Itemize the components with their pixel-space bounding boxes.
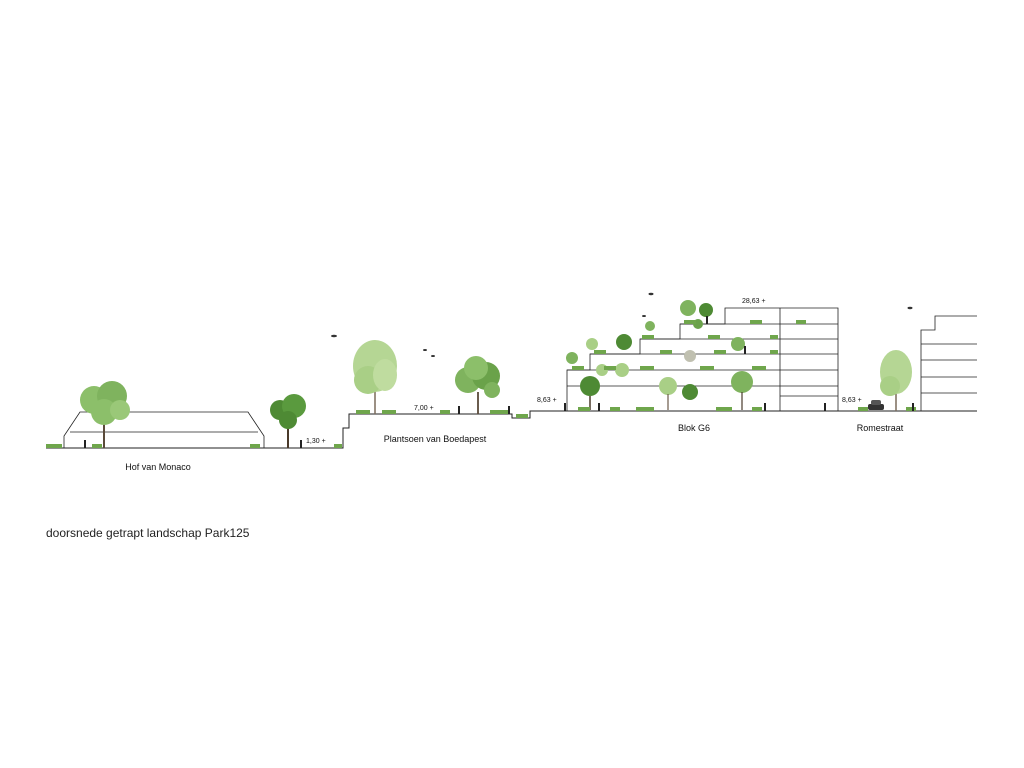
tree-plantsoen-mid xyxy=(455,356,500,414)
birds xyxy=(331,292,913,357)
hof-van-monaco-building xyxy=(63,411,265,448)
level-marker-3: 8,63 + xyxy=(537,397,557,404)
romestraat-building xyxy=(920,315,977,411)
people xyxy=(84,316,914,448)
tree-terrace-5 xyxy=(566,300,745,377)
level-marker-1: 1,30 + xyxy=(306,438,326,445)
tree-terrace-2 xyxy=(659,377,677,410)
zone-label-blok-g6: Blok G6 xyxy=(677,423,711,433)
shrubs xyxy=(46,320,916,448)
level-marker-2: 7,00 + xyxy=(414,405,434,412)
level-marker-5: 8,63 + xyxy=(842,397,862,404)
zone-label-plantsoen: Plantsoen van Boedapest xyxy=(383,434,487,444)
level-marker-4: 28,63 + xyxy=(742,298,766,305)
zone-label-romestraat: Romestraat xyxy=(856,423,904,433)
terrain-profile xyxy=(46,410,977,449)
car xyxy=(868,400,884,410)
zone-label-hof-van-monaco: Hof van Monaco xyxy=(125,462,191,472)
tree-dark-1 xyxy=(270,394,306,448)
tree-romestraat xyxy=(880,350,912,411)
tree-terrace-1 xyxy=(580,376,600,410)
drawing-caption: doorsnede getrapt landschap Park125 xyxy=(46,526,250,540)
trees xyxy=(80,300,912,448)
tree-terrace-4 xyxy=(731,371,753,410)
tree-plantsoen-light xyxy=(353,340,397,414)
tree-terrace-3 xyxy=(682,384,698,400)
tree-hof-monaco xyxy=(80,381,130,448)
